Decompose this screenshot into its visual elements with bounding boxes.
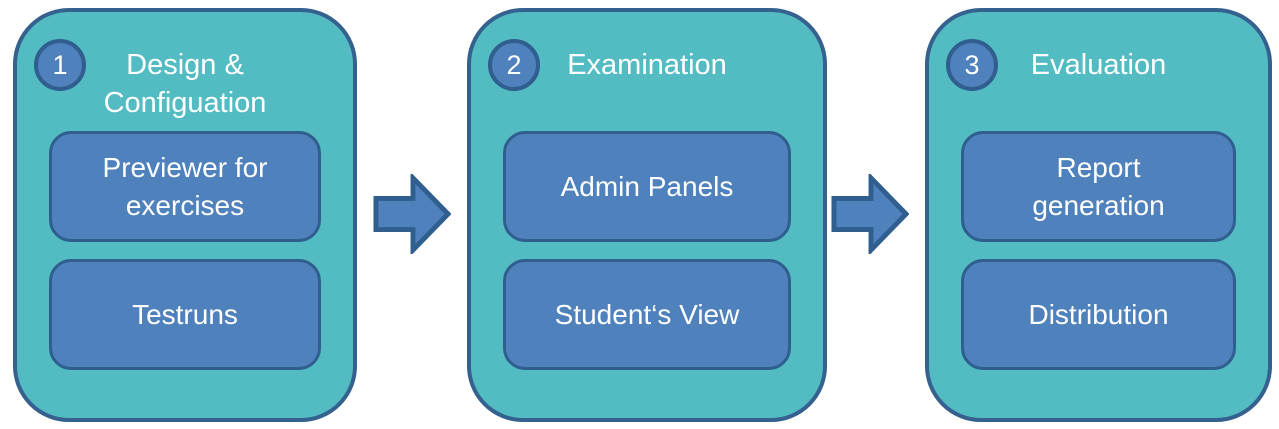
stage-item-box: Report generation <box>961 131 1236 242</box>
stage-title-text: Examination <box>567 49 727 81</box>
stage-title: Design & Configuation <box>17 46 353 123</box>
arrow-right-icon <box>831 174 909 254</box>
stage-number-badge: 1 <box>34 39 86 91</box>
stage-title: Evaluation <box>929 46 1268 84</box>
stage-item-label: Testruns <box>132 298 238 330</box>
stage-item-label: Report generation <box>1032 151 1165 221</box>
stage-item-box: Student‘s View <box>503 259 791 370</box>
stage-title: Examination <box>471 46 823 84</box>
stage-number: 3 <box>964 49 980 80</box>
stage-number: 1 <box>52 49 68 80</box>
stage-panel-evaluation: 3 Evaluation Report generation Distribut… <box>925 8 1272 422</box>
stage-item-box: Previewer for exercises <box>49 131 321 242</box>
stage-item-box: Admin Panels <box>503 131 791 242</box>
stage-number: 2 <box>506 49 522 80</box>
stage-item-label: Admin Panels <box>560 170 734 202</box>
stage-item-box: Testruns <box>49 259 321 370</box>
stage-item-label: Student‘s View <box>554 298 740 330</box>
stage-number-badge: 2 <box>488 39 540 91</box>
arrow-right-icon <box>373 174 451 254</box>
stage-title-text: Evaluation <box>1030 49 1167 81</box>
stage-item-label: Distribution <box>1028 298 1169 330</box>
stage-panel-design-configuation: 1 Design & Configuation Previewer for ex… <box>13 8 357 422</box>
stage-item-label: Previewer for exercises <box>102 151 268 221</box>
stage-title-text: Design & Configuation <box>103 49 267 120</box>
stage-number-badge: 3 <box>946 39 998 91</box>
stage-item-box: Distribution <box>961 259 1236 370</box>
stage-panel-examination: 2 Examination Admin Panels Student‘s Vie… <box>467 8 827 422</box>
